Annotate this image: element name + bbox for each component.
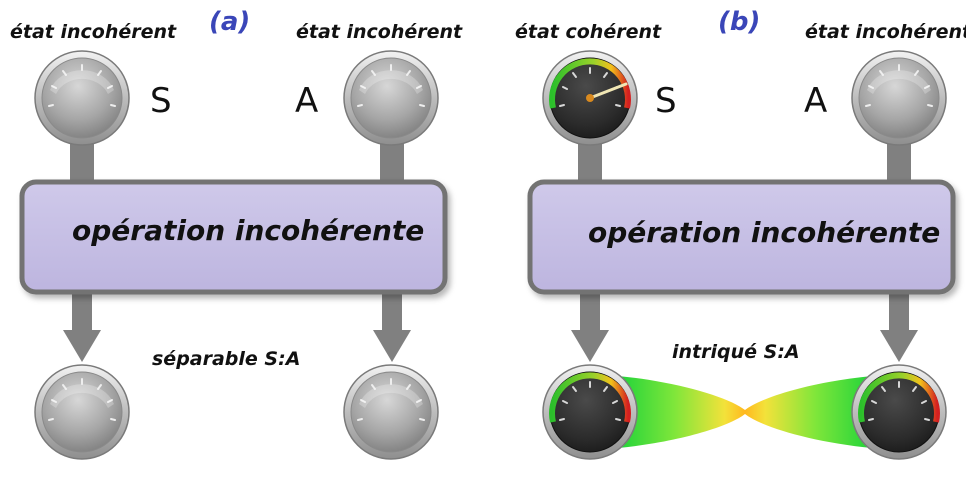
gauge-active-icon — [543, 365, 637, 459]
panel-a-letter-a: A — [295, 81, 318, 121]
panel-b-left-down-arrow — [571, 285, 609, 362]
panel-a-operation-label: opération incohérente — [72, 214, 424, 247]
gauge-active-icon — [852, 365, 946, 459]
panel-a-left-top-connector — [70, 140, 94, 185]
panel-a-operation-box — [19, 179, 448, 295]
panel-b-top-right-label: état incohérent — [805, 21, 966, 43]
panel-a-right-top-connector — [380, 140, 404, 185]
panel-b-bottom-label: intriqué S:A — [672, 341, 800, 363]
panel-a-top-right-label: état incohérent — [296, 21, 463, 43]
gauge-inactive-icon — [851, 50, 947, 146]
entanglement-band — [618, 376, 872, 448]
gauge-inactive-icon — [34, 364, 130, 460]
gauge-inactive-icon — [343, 364, 439, 460]
panel-a-top-left-label: état incohérent — [10, 21, 177, 43]
panel-b-right-down-arrow — [880, 285, 918, 362]
panel-b-left-top-connector — [578, 140, 602, 185]
gauge-active-icon — [543, 51, 637, 145]
gauge-inactive-icon — [343, 50, 439, 146]
panel-a-bottom-label: séparable S:A — [152, 348, 300, 370]
panel-b-tag: (b) — [718, 7, 760, 37]
panel-a-left-down-arrow — [63, 285, 101, 362]
panel-b-operation-box — [527, 179, 956, 295]
panel-a-letter-s: S — [150, 81, 172, 121]
panel-b-letter-a: A — [804, 81, 827, 121]
panel-a-right-down-arrow — [373, 285, 411, 362]
panel-a-tag: (a) — [209, 7, 250, 37]
panel-b-right-top-connector — [887, 140, 911, 185]
panel-a: état incohérent (a) état incohérent opér… — [10, 7, 463, 460]
panel-b-operation-label: opération incohérente — [588, 216, 940, 249]
panel-b-top-left-label: état cohérent — [515, 21, 662, 43]
panel-b: état cohérent (b) état incohérent opérat… — [515, 7, 966, 459]
gauge-inactive-icon — [34, 50, 130, 146]
panel-b-letter-s: S — [655, 81, 677, 121]
